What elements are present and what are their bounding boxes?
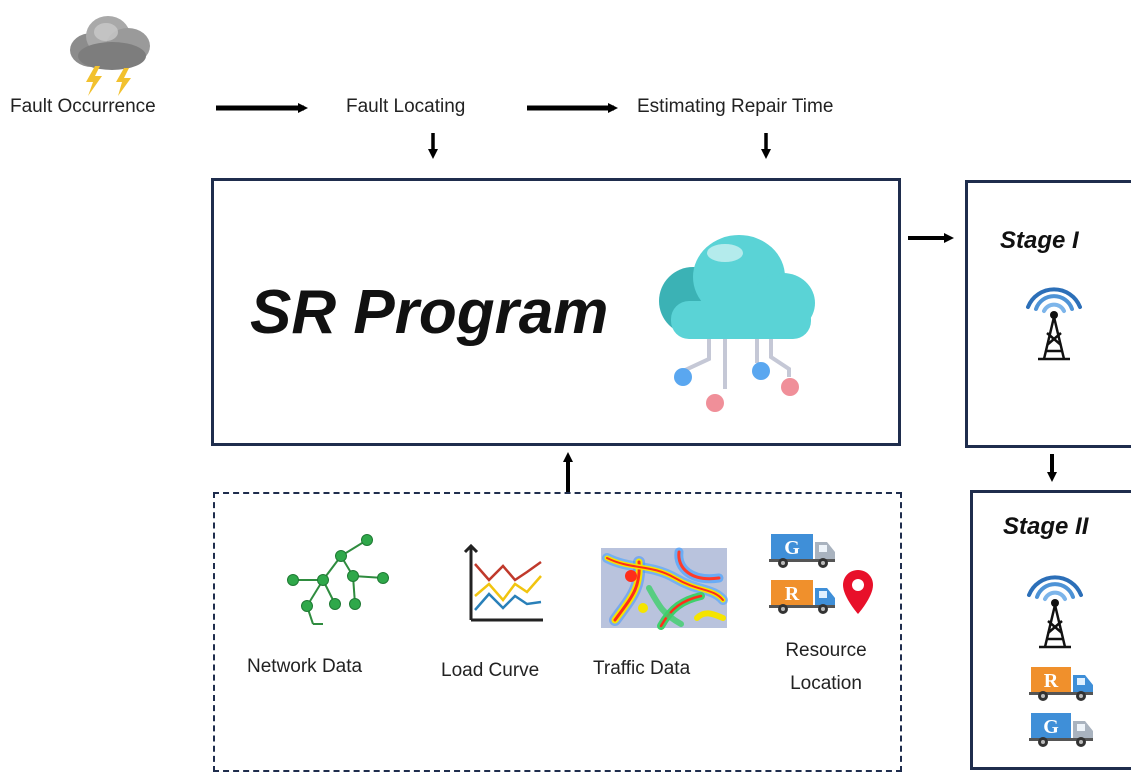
cloud-network-icon [659, 235, 815, 412]
antenna-tower-icon [1026, 287, 1082, 361]
network-graph-icon [287, 534, 389, 625]
traffic-data-label: Traffic Data [593, 658, 691, 679]
truck-g-letter: G [784, 537, 800, 559]
stage-1-box: Stage I [965, 180, 1131, 448]
location-pin-icon [843, 570, 873, 614]
resource-location-label: Resource Location [771, 634, 881, 700]
stage-2-box: Stage II R G [970, 490, 1131, 770]
resource-label-line1: Resource [785, 640, 867, 661]
storm-cloud-icon [70, 16, 150, 96]
node-blue-left [674, 368, 692, 386]
truck-icon: G [1029, 713, 1093, 747]
truck-icon: G [769, 534, 835, 568]
node-pink-right [781, 378, 799, 396]
truck-r-letter: R [1044, 670, 1059, 692]
stage-1-title: Stage I [1000, 227, 1079, 254]
truck-icon: R [1029, 667, 1093, 701]
fault-locating-label: Fault Locating [346, 96, 466, 117]
estimating-repair-time-label: Estimating Repair Time [637, 96, 834, 117]
node-pink-bottom [706, 394, 724, 412]
inputs-box: Network Data Load Curve [213, 492, 902, 772]
stage-2-title: Stage II [1003, 513, 1089, 540]
sr-program-title: SR Program [250, 278, 609, 347]
fault-occurrence-label: Fault Occurrence [10, 96, 156, 117]
node-blue-right [752, 362, 770, 380]
truck-g-letter: G [1043, 716, 1059, 738]
load-curve-label: Load Curve [441, 660, 540, 681]
line-chart-icon [463, 543, 543, 622]
network-data-label: Network Data [247, 656, 363, 677]
sr-program-box: SR Program [211, 178, 901, 446]
antenna-tower-icon [1027, 575, 1083, 649]
truck-r-letter: R [785, 583, 800, 605]
resource-label-line2: Location [790, 673, 862, 694]
truck-icon: R [769, 580, 835, 614]
heatmap-icon [601, 547, 728, 630]
